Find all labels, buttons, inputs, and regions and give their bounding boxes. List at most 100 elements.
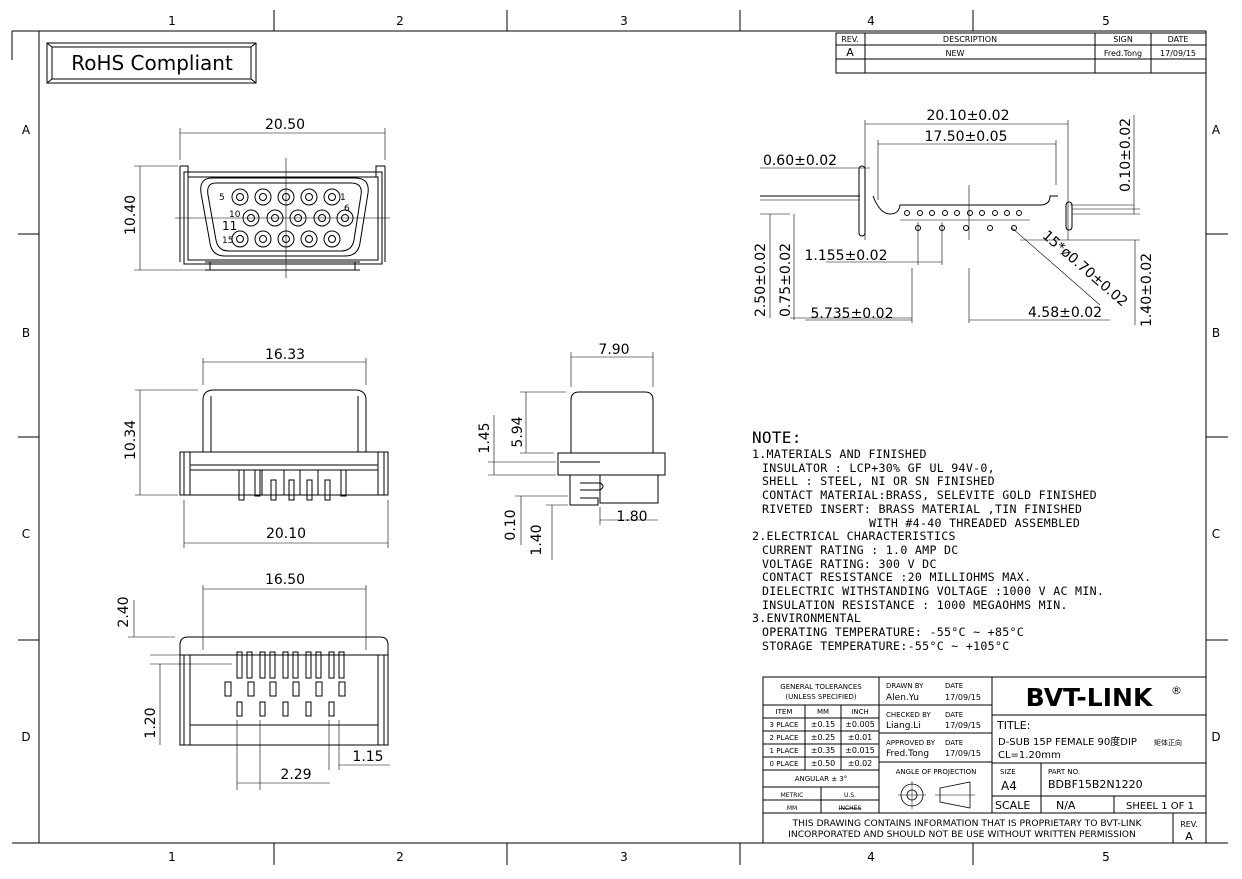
note-line: 1.MATERIALS AND FINISHED [752,447,927,461]
note-line: DIELECTRIC WITHSTANDING VOLTAGE :1000 V … [762,584,1105,599]
zone-col-3: 3 [620,14,628,28]
bottom-offset-dim: 2.29 [280,767,311,783]
zone-col-5: 5 [1102,14,1110,28]
pin-label-15: 15 [222,236,233,246]
angular-tolerance: ANGULAR ± 3° [795,775,848,783]
tol-row-2-item: 2 PLACE [770,734,799,742]
drawn-by: Alen.Yu [886,693,919,703]
tol-title: GENERAL TOLERANCES [780,683,862,691]
tol-row-1-item: 3 PLACE [770,721,799,729]
note-line: CONTACT MATERIAL:BRASS, SELEVITE GOLD FI… [762,488,1097,503]
rev-value: A [1185,830,1193,843]
note-line: 3.ENVIRONMENTAL [752,611,862,626]
zone-col-3-bottom: 3 [620,850,628,864]
tol-row-3-mm: ±0.35 [811,746,836,755]
zone-row-d: D [21,730,30,744]
pcb-dim-5: 1.155±0.02 [805,248,888,264]
profile-h3-dim: 0.10 [503,509,519,540]
title-line-1: D-SUB 15P FEMALE 90度DIP [998,735,1137,748]
projection-label: ANGLE OF PROJECTION [896,768,977,776]
rev-header-description: DESCRIPTION [943,35,997,44]
rev-header-sign: SIGN [1113,35,1133,44]
pcb-hole-row-2 [915,225,1017,231]
note-line: INSULATOR : LCP+30% GF UL 94V-0, [762,460,995,475]
metric-label: METRIC [781,792,804,799]
proprietary-line-1: THIS DRAWING CONTAINS INFORMATION THAT I… [792,818,1143,829]
rev-row-rev: A [846,46,854,59]
pcb-dim-10: 1.40±0.02 [1139,253,1155,327]
zone-col-1-bottom: 1 [168,850,176,864]
note-line: WITH #4-40 THREADED ASSEMBLED [869,515,1081,530]
tol-row-2-mm: ±0.25 [811,733,836,742]
tol-header-mm: MM [817,708,829,716]
tol-row-1-mm: ±0.15 [811,720,836,729]
rev-header-rev: REV. [841,35,859,44]
profile-h4-dim: 1.40 [529,524,545,555]
checked-by: Liang.Li [886,721,921,731]
company-registered-mark: ® [1171,684,1182,697]
company-logo-text: BVT-LINK [1026,683,1154,712]
profile-h5-dim: 1.80 [616,509,647,525]
pcb-dim-2: 17.50±0.05 [925,129,1008,145]
checked-date-label: DATE [945,711,963,719]
bottom-h2-dim: 1.20 [143,707,159,738]
note-line: STORAGE TEMPERATURE:-55°C ~ +105°C [762,638,1010,653]
note-line: RIVETED INSERT: BRASS MATERIAL ,TIN FINI… [762,501,1083,516]
front-height-dim: 10.40 [123,195,139,235]
side-view: 16.33 10.34 20.10 [123,347,389,548]
pcb-dim-8: 5.735±0.02 [811,306,894,322]
pin-label-5: 5 [219,193,225,203]
bottom-width-dim: 16.50 [265,572,305,588]
approved-date-label: DATE [945,739,963,747]
profile-width-dim: 7.90 [598,342,629,358]
notes-title: NOTE: [752,428,802,447]
approved-date: 17/09/15 [945,749,981,758]
tol-row-4-mm: ±0.50 [811,759,836,768]
tol-row-4-item: 0 PLACE [770,760,799,768]
bottom-pins [224,651,346,717]
tol-row-4-inch: ±0.02 [848,759,873,768]
pcb-dim-1: 20.10±0.02 [927,108,1010,124]
zone-col-2: 2 [396,14,404,28]
tol-row-1-inch: ±0.005 [845,720,875,729]
note-line: VOLTAGE RATING: 300 V DC [762,556,937,571]
side-pins [238,469,347,501]
mm-label: MM [787,805,797,812]
zone-col-5-bottom: 5 [1102,850,1110,864]
size-value: A4 [1001,779,1017,793]
part-no: BDBF15B2N1220 [1048,778,1143,791]
title-label: TITLE: [996,719,1030,732]
tol-row-3-inch: ±0.015 [845,746,875,755]
zone-labels: 1 2 3 4 5 1 2 3 4 5 A B C D A B C D [21,14,1221,864]
bottom-pitch-dim: 1.15 [352,749,383,765]
checked-date: 17/09/15 [945,721,981,730]
zone-row-c-right: C [1212,527,1220,541]
front-width-dim: 20.50 [265,117,305,133]
approved-by: Fred.Tong [886,749,929,759]
rev-label: REV. [1180,820,1198,829]
checked-by-label: CHECKED BY [886,711,932,719]
pcb-dim-9: 4.58±0.02 [1028,305,1102,321]
rev-row-description: NEW [946,49,965,58]
scale-label: SCALE [995,799,1030,812]
zone-col-1: 1 [168,14,176,28]
size-label: SIZE [1000,768,1016,776]
drawn-date: 17/09/15 [945,693,981,702]
sheet-frame [11,10,1228,865]
zone-row-a-right: A [1212,123,1221,137]
note-line: INSULATION RESISTANCE : 1000 MEGAOHMS MI… [762,597,1068,612]
pcb-hole-row-1 [904,210,1022,216]
side-height-dim: 10.34 [123,420,139,460]
pcb-dim-4: 0.10±0.02 [1118,118,1134,192]
title-line-2: CL=1.20mm [998,750,1061,761]
rohs-badge: RoHS Compliant [46,42,257,84]
drawn-date-label: DATE [945,682,963,690]
profile-view: 7.90 5.94 1.45 0.10 1.40 1.80 [477,342,666,560]
pin-label-1: 1 [340,193,346,203]
zone-row-b-right: B [1212,326,1220,340]
side-width-dim: 16.33 [265,347,305,363]
pin-label-11: 11 [222,219,237,233]
